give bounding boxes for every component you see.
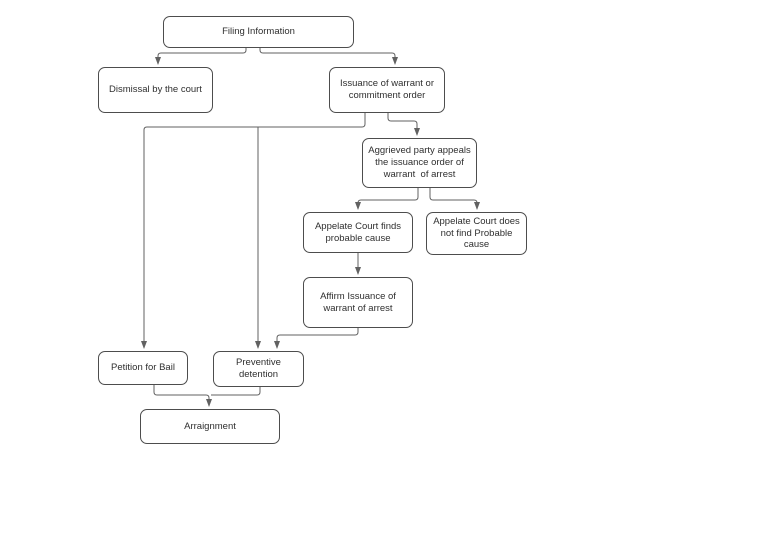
node-preventive-detention: Preventive detention: [213, 351, 304, 387]
edge-filing-dismissal: [155, 48, 247, 65]
edge-petition-arraignment: [153, 385, 212, 407]
node-appelate-finds-probable-cause: Appelate Court finds probable cause: [303, 212, 413, 253]
node-appelate-does-not-find: Appelate Court does not find Probable ca…: [426, 212, 527, 255]
edge-filing-issuance: [259, 48, 398, 65]
node-dismissal-by-court: Dismissal by the court: [98, 67, 213, 113]
node-arraignment: Arraignment: [140, 409, 280, 444]
node-filing-information: Filing Information: [163, 16, 354, 48]
node-aggrieved-party-appeals: Aggrieved party appeals the issuance ord…: [362, 138, 477, 188]
edge-issuance-aggrieved: [387, 113, 420, 136]
node-affirm-issuance: Affirm Issuance of warrant of arrest: [303, 277, 413, 328]
edge-affirm-preventive: [274, 328, 359, 349]
edge-aggrieved-notfind: [429, 188, 480, 210]
edge-issuance-petition: [141, 113, 366, 349]
edge-aggrieved-finds: [355, 188, 419, 210]
edge-preventive-arraignment: [211, 387, 261, 396]
node-issuance-of-warrant: Issuance of warrant or commitment order: [329, 67, 445, 113]
node-petition-for-bail: Petition for Bail: [98, 351, 188, 385]
